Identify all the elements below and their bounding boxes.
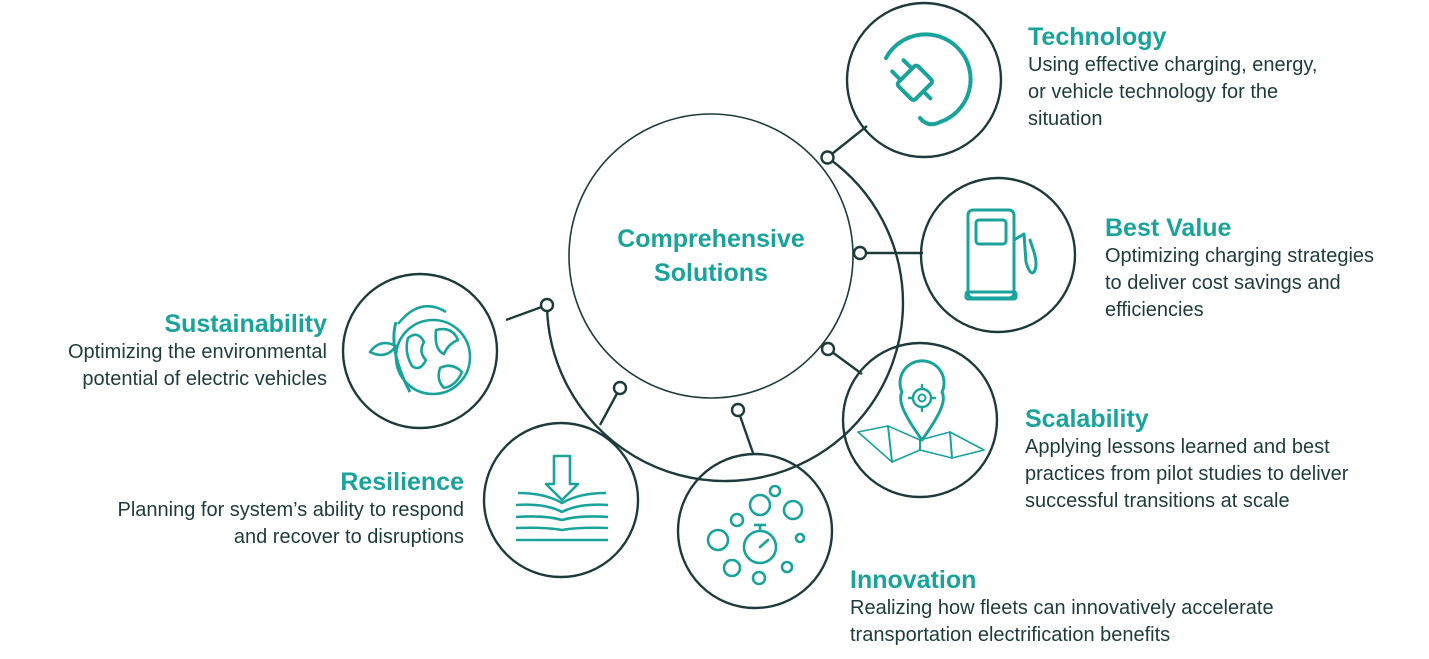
spoke-sustainability	[505, 303, 548, 322]
sustainability-label: Sustainability Optimizing the environmen…	[4, 309, 327, 393]
scalability-title: Scalability	[1025, 405, 1149, 433]
technology-desc: Using effective charging, energy, or veh…	[1028, 54, 1318, 130]
center-title: Comprehensive Solutions	[568, 222, 854, 290]
resilience-desc: Planning for system’s ability to respond…	[117, 499, 464, 548]
spoke-innovation	[736, 409, 755, 454]
scalability-desc: Applying lessons learned and best practi…	[1025, 436, 1349, 512]
technology-label: Technology Using effective charging, ene…	[1028, 22, 1328, 133]
globe-leaf-icon	[368, 304, 472, 396]
sustainability-desc: Optimizing the environmental potential o…	[67, 341, 327, 390]
joint-dot-sustainability	[539, 297, 555, 313]
innovation-desc: Realizing how fleets can innovatively ac…	[850, 597, 1274, 646]
plug-icon	[884, 32, 973, 127]
center-title-line1: Comprehensive	[617, 225, 805, 253]
resilience-circle	[482, 421, 640, 579]
joint-dot-best-value	[852, 245, 868, 261]
center-circle	[568, 113, 854, 399]
technology-title: Technology	[1028, 23, 1167, 51]
resilience-label: Resilience Planning for system’s ability…	[102, 467, 464, 551]
center-title-line2: Solutions	[654, 259, 768, 287]
resilience-title: Resilience	[340, 468, 464, 496]
arrow-down-waves-icon	[515, 454, 609, 542]
best-value-desc: Optimizing charging strategies to delive…	[1105, 245, 1375, 321]
joint-dot-resilience	[612, 380, 628, 396]
best-value-label: Best Value Optimizing charging strategie…	[1105, 213, 1395, 324]
scalability-label: Scalability Applying lessons learned and…	[1025, 404, 1405, 515]
scalability-circle	[841, 341, 999, 499]
best-value-title: Best Value	[1105, 214, 1232, 242]
technology-circle	[845, 1, 1003, 159]
innovation-label: Innovation Realizing how fleets can inno…	[850, 565, 1280, 649]
map-pin-gear-icon	[857, 359, 985, 463]
innovation-circle	[676, 452, 834, 610]
stopwatch-bubbles-icon	[706, 484, 806, 586]
fuel-pump-icon	[964, 208, 1038, 301]
joint-dot-innovation	[730, 402, 746, 418]
innovation-title: Innovation	[850, 566, 977, 594]
joint-dot-technology	[820, 150, 835, 165]
sustainability-circle	[341, 272, 499, 430]
connector-arc	[545, 156, 905, 483]
spoke-technology	[826, 125, 868, 159]
best-value-circle	[919, 176, 1077, 334]
joint-dot-scalability	[820, 341, 836, 357]
sustainability-title: Sustainability	[164, 310, 327, 338]
